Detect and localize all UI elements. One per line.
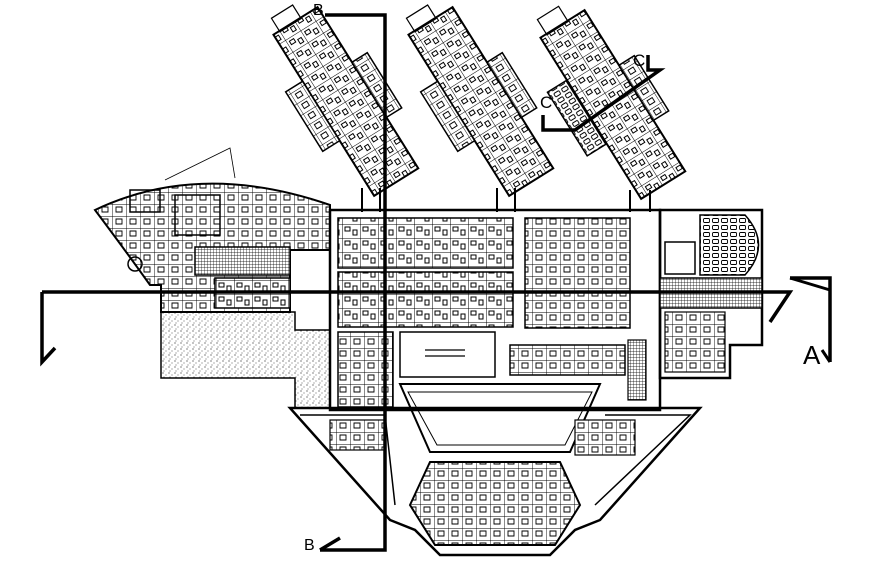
- top-wing-2: [405, 4, 555, 198]
- section-line-a: [40, 276, 832, 367]
- section-label-c-right: C: [633, 51, 645, 70]
- section-label-b-bottom: B: [304, 537, 315, 554]
- section-label-c-left: C: [540, 93, 552, 112]
- section-label-a: A: [803, 340, 821, 370]
- wing-connectors: [361, 188, 651, 212]
- top-wing-1: [270, 4, 420, 198]
- section-label-b-top: B: [313, 2, 324, 19]
- left-curved-wing: [93, 147, 331, 313]
- section-line-c: [541, 55, 666, 132]
- auditorium-block: [658, 208, 764, 380]
- landscape-area: [160, 311, 331, 409]
- bottom-wing: [287, 383, 703, 557]
- central-block: [328, 208, 662, 412]
- section-line-b: [319, 13, 387, 552]
